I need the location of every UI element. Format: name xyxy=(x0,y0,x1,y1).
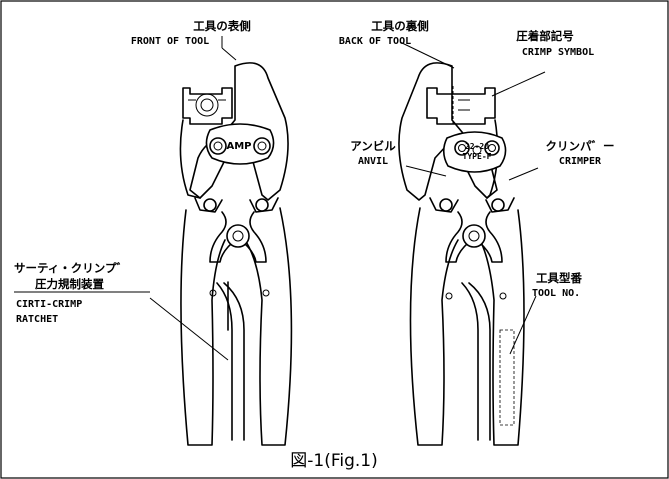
toolno-label-en: TOOL NO. xyxy=(532,288,580,299)
crimp-symbol-label-en: CRIMP SYMBOL xyxy=(522,47,594,58)
ratchet-label-jp-1: サーティ・クリンプ゛ xyxy=(14,261,128,275)
ratchet-label-en-2: RATCHET xyxy=(16,314,58,325)
back-label-jp: 工具の裏側 xyxy=(371,19,429,33)
anvil-label-jp: アンビル xyxy=(350,139,396,153)
front-label-jp: 工具の表側 xyxy=(193,19,251,33)
ratchet-label-jp-2: 圧力規制装置 xyxy=(35,277,104,291)
crimper-label-en: CRIMPER xyxy=(559,156,602,167)
ratchet-label-en-1: CIRTI-CRIMP xyxy=(16,299,82,310)
back-label-en: BACK OF TOOL xyxy=(339,36,411,47)
front-head-logo: AMP xyxy=(226,141,251,152)
crimp-symbol-label-jp: 圧着部記号 xyxy=(516,29,574,43)
back-head-size: 22-20 xyxy=(465,142,489,151)
front-tool xyxy=(179,62,293,446)
figure-caption: 図-1(Fig.1) xyxy=(290,451,378,471)
leader-lines xyxy=(149,36,546,361)
toolno-label-jp: 工具型番 xyxy=(536,271,582,285)
back-head-type: TYPE-F xyxy=(463,152,492,161)
crimper-label-jp: クリンパ゛ー xyxy=(546,139,615,153)
anvil-label-en: ANVIL xyxy=(358,156,388,167)
front-label-en: FRONT OF TOOL xyxy=(131,36,209,47)
back-tool xyxy=(398,62,525,446)
